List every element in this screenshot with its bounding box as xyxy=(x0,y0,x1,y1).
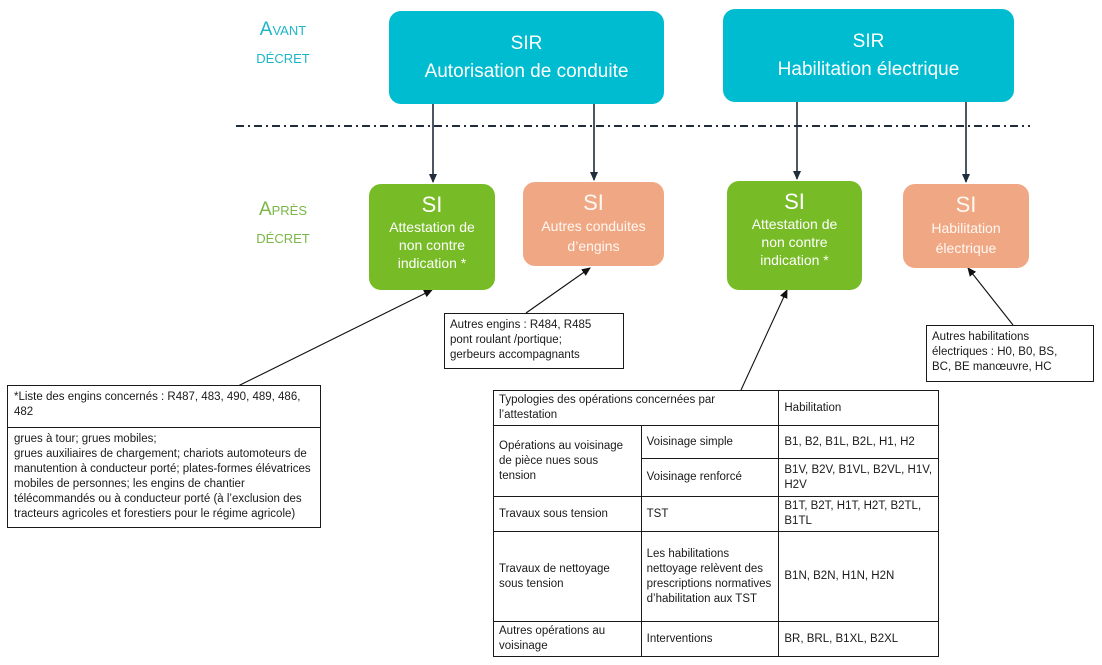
table-cell-type: Voisinage renforcé xyxy=(640,458,780,497)
engins-list-box: *Liste des engins concernés : R487, 483,… xyxy=(7,385,321,528)
table-cell-type: Voisinage simple xyxy=(640,425,780,459)
si-box-line: Attestation de xyxy=(389,219,475,235)
phase-avant-line2: décret xyxy=(256,47,310,68)
si-box-line: électrique xyxy=(935,240,997,256)
table-cell-habilitation: B1, B2, B1L, B2L, H1, H2 xyxy=(778,425,939,459)
table-header-row: Typologies des opérations concernées par… xyxy=(492,390,939,426)
sir-box-title: SIR xyxy=(510,33,543,54)
table-cell-habilitation: BR, BRL, B1XL, B2XL xyxy=(778,621,939,657)
sir-autorisation-conduite-box: SIR Autorisation de conduite xyxy=(389,11,664,104)
table-cell-type: Interventions xyxy=(640,621,780,657)
si-box-title: SI xyxy=(583,190,604,215)
table-row: Voisinage renforcé B1V, B2V, B1VL, B2VL,… xyxy=(494,458,939,497)
table-row: Opérations au voisinage de pièce nues so… xyxy=(493,425,939,497)
operations-table: Typologies des opérations concernées par… xyxy=(492,390,939,657)
table-cell-habilitation: B1V, B2V, B1VL, B2VL, H1V, H2V xyxy=(778,458,939,497)
engins-list-header: *Liste des engins concernés : R487, 483,… xyxy=(8,386,320,428)
si-autres-conduites-box: SI Autres conduites d’engins xyxy=(523,182,664,266)
note-autres-engins: Autres engins : R484, R485 pont roulant … xyxy=(444,313,624,369)
si-box-line: Attestation de xyxy=(751,216,838,232)
si-box-line: non contre xyxy=(761,234,828,250)
phase-apres-line2: décret xyxy=(256,227,310,248)
si-box-title: SI xyxy=(955,192,977,217)
note-line: pont roulant /portique; xyxy=(450,334,562,346)
si-attestation-electrique-box: SI Attestation de non contre indication … xyxy=(727,181,862,290)
si-box-line: indication * xyxy=(760,252,829,268)
note-line: électriques : H0, B0, BS, xyxy=(932,346,1058,358)
arrow-list-to-si-attestation xyxy=(237,289,433,387)
si-box-line: non contre xyxy=(398,237,466,253)
note-line: gerbeurs accompagnants xyxy=(450,349,580,361)
table-cell-category: Opérations au voisinage de pièce nues so… xyxy=(493,425,642,497)
note-line: Autres habilitations xyxy=(932,331,1030,343)
arrow-note-engins-to-si-autres xyxy=(525,267,591,314)
si-box-line: Habilitation xyxy=(931,220,1001,236)
sir-box-subtitle: Autorisation de conduite xyxy=(424,61,629,82)
sir-box-subtitle: Habilitation électrique xyxy=(777,59,960,80)
si-box-title: SI xyxy=(784,189,805,214)
engins-list-line: grues auxiliaires de chargement; chariot… xyxy=(14,448,311,520)
table-row: Travaux de nettoyage sous tension Les ha… xyxy=(493,531,939,622)
arrow-table-to-si-attestation xyxy=(740,289,788,391)
si-box-line: Autres conduites xyxy=(541,218,646,234)
note-line: Autres engins : R484, R485 xyxy=(450,319,592,331)
table-cell-category: Travaux de nettoyage sous tension xyxy=(493,531,642,622)
note-line: BC, BE manœuvre, HC xyxy=(932,361,1052,373)
si-habilitation-electrique-box: SI Habilitation électrique xyxy=(903,184,1029,268)
phase-avant-line1: Avant xyxy=(259,19,307,40)
sir-habilitation-electrique-box: SIR Habilitation électrique xyxy=(723,9,1014,102)
sir-box-title: SIR xyxy=(852,31,885,52)
table-cell-category: Autres opérations au voisinage xyxy=(493,621,642,657)
si-box-line: indication * xyxy=(397,255,467,271)
si-attestation-conduite-box: SI Attestation de non contre indication … xyxy=(369,184,495,290)
engins-list-line: grues à tour; grues mobiles; xyxy=(14,433,157,445)
phase-label-avant: Avant décret xyxy=(238,16,328,72)
table-header-typologies: Typologies des opérations concernées par… xyxy=(492,390,780,426)
phase-apres-line1: Après xyxy=(258,199,308,220)
table-row: Autres opérations au voisinage Intervent… xyxy=(493,621,939,657)
arrow-note-hab-to-si-hab xyxy=(967,267,1014,326)
table-header-habilitation: Habilitation xyxy=(778,390,939,426)
phase-label-apres: Après décret xyxy=(238,196,328,252)
table-cell-habilitation: B1N, B2N, H1N, H2N xyxy=(778,531,939,622)
table-cell-type: Les habilitations nettoyage relèvent des… xyxy=(640,531,780,622)
table-cell-category: Travaux sous tension xyxy=(493,496,642,532)
table-row: Travaux sous tension TST B1T, B2T, H1T, … xyxy=(493,496,939,532)
engins-list-body: grues à tour; grues mobiles; grues auxil… xyxy=(8,428,320,527)
si-box-title: SI xyxy=(421,192,443,217)
table-cell-type: TST xyxy=(640,496,780,532)
table-cell-habilitation: B1T, B2T, H1T, H2T, B2TL, B1TL xyxy=(778,496,939,532)
si-box-line: d’engins xyxy=(567,238,620,254)
note-autres-habilitations: Autres habilitations électriques : H0, B… xyxy=(926,325,1094,382)
